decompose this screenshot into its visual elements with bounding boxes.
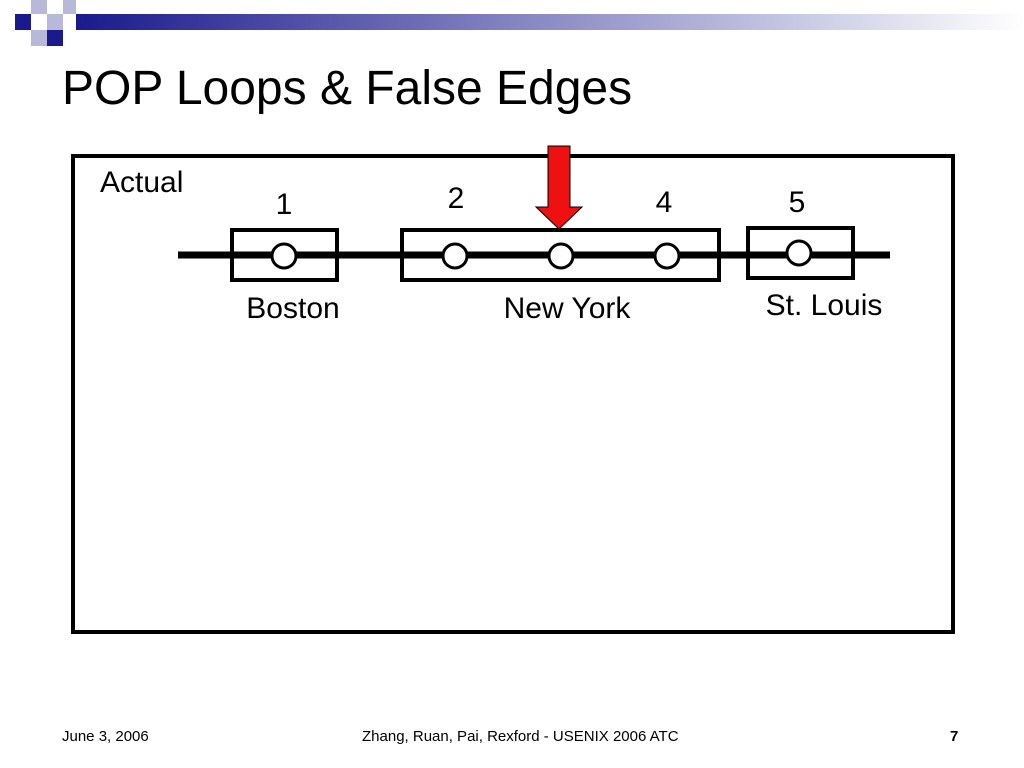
node-label-1: 1 — [276, 188, 293, 221]
footer-date: June 3, 2006 — [62, 728, 149, 745]
deco-square-light-3 — [31, 30, 47, 46]
deco-square-light-4 — [63, 0, 76, 14]
header-gradient-bar — [76, 14, 1024, 30]
node-label-4: 4 — [656, 186, 673, 219]
pop-label-boston: Boston — [246, 292, 339, 325]
pop-box-new-york — [400, 228, 721, 282]
node-5 — [785, 239, 813, 267]
pop-box-st-louis — [746, 226, 855, 280]
node-label-2: 2 — [448, 182, 465, 215]
slide-title: POP Loops & False Edges — [62, 62, 633, 115]
pop-label-new-york: New York — [504, 292, 632, 325]
deco-square-light-2 — [47, 14, 63, 30]
page-number: 7 — [950, 728, 959, 745]
node-2 — [441, 242, 469, 270]
header-decoration — [15, 0, 1024, 46]
node-label-5: 5 — [789, 186, 806, 219]
panel-label: Actual — [100, 166, 183, 199]
red-arrow-icon — [534, 145, 584, 230]
pop-box-boston — [230, 228, 339, 282]
deco-square-dark-2 — [47, 30, 63, 46]
node-3 — [547, 242, 575, 270]
node-4 — [653, 242, 681, 270]
deco-square-dark-1 — [15, 14, 31, 30]
diagram-panel — [71, 154, 955, 634]
pop-label-st-louis: St. Louis — [766, 289, 883, 322]
deco-square-light-1 — [31, 0, 47, 14]
footer-authors: Zhang, Ruan, Pai, Rexford - USENIX 2006 … — [362, 728, 679, 745]
node-1 — [270, 242, 298, 270]
